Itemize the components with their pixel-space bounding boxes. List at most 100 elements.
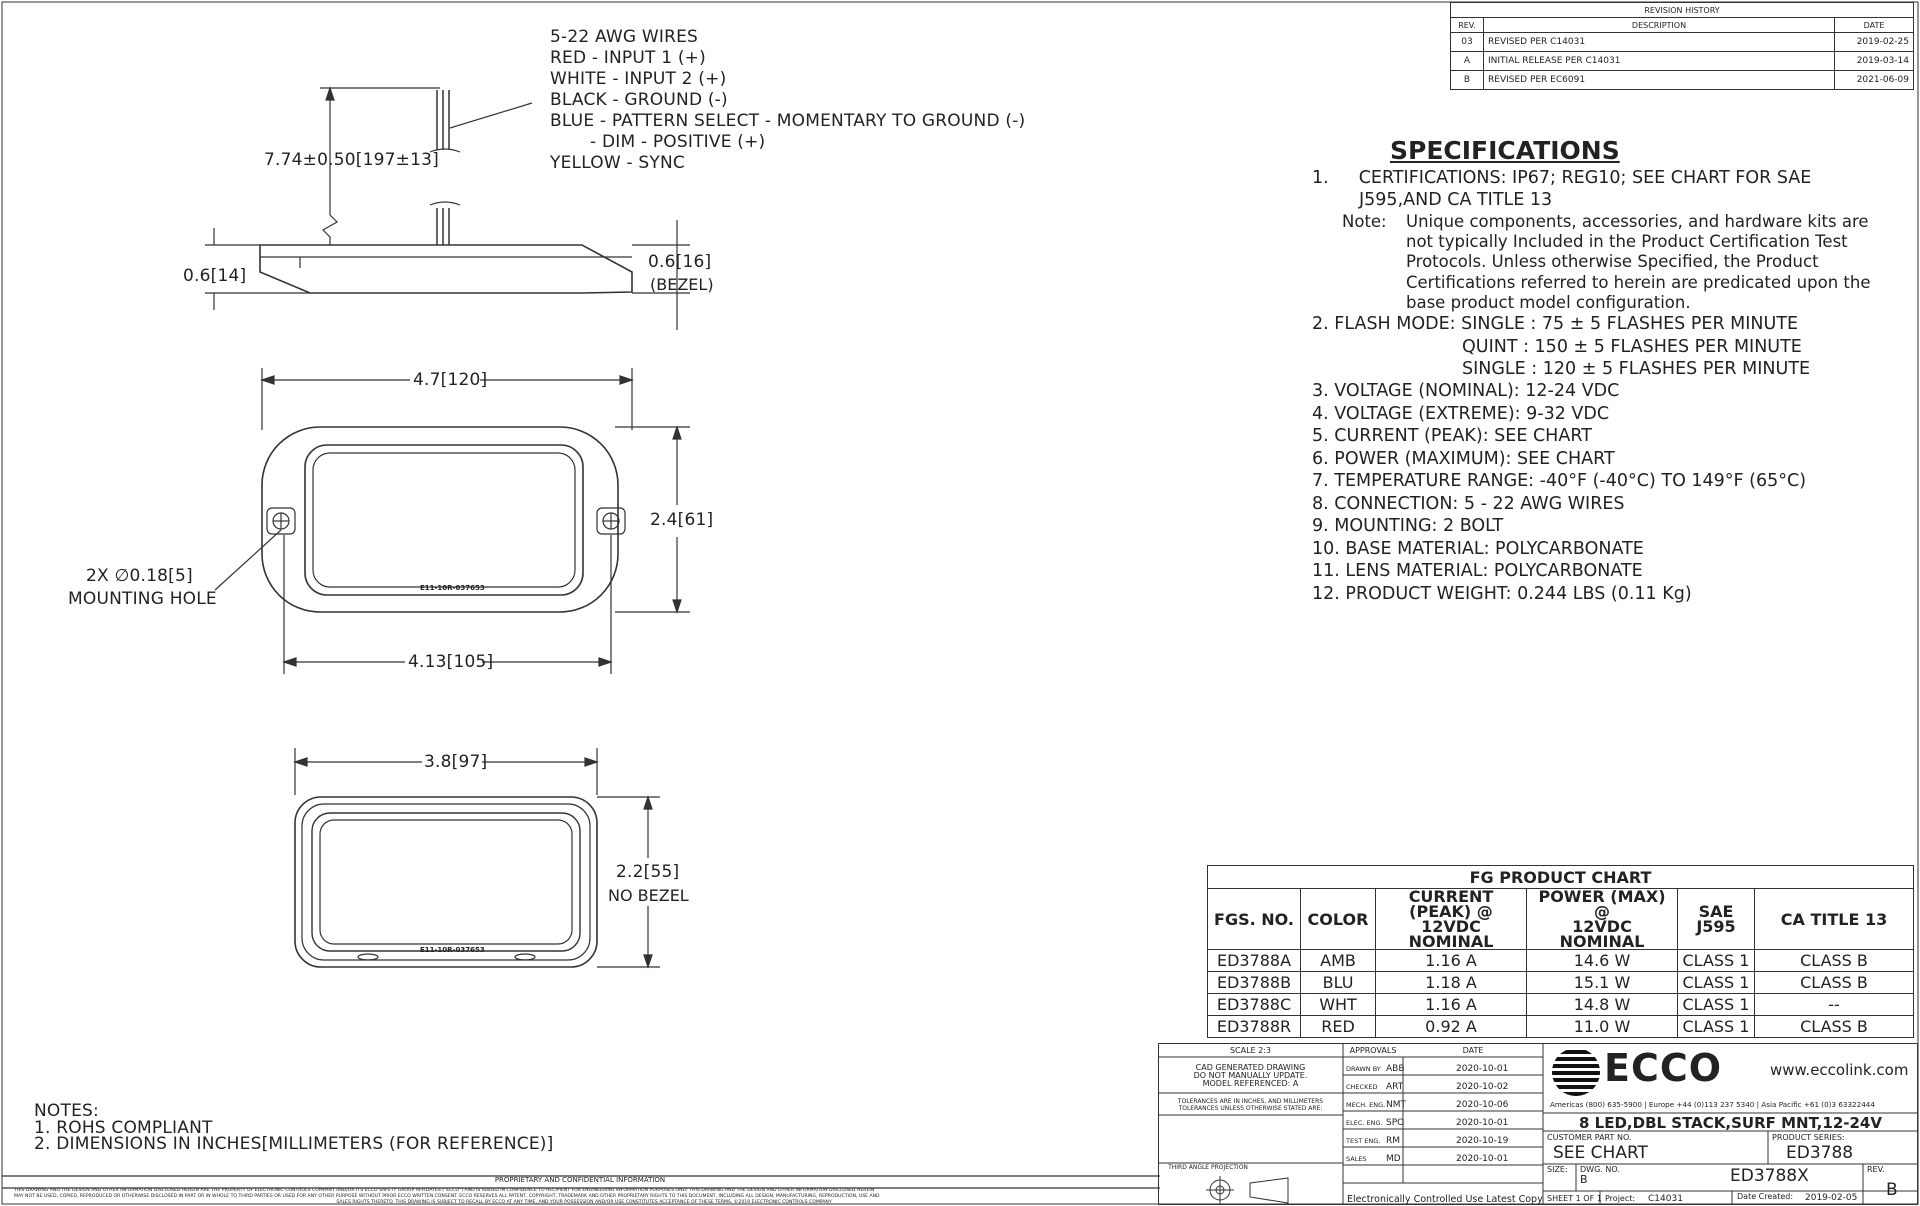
table-row: B REVISED PER EC6091 2021-06-09 (1450, 70, 1914, 90)
dim-width-nobezel: 3.8[97] (424, 752, 488, 772)
wire-note: BLACK - GROUND (-) (550, 90, 728, 110)
spec-item: 8. CONNECTION: 5 - 22 AWG WIRES (1312, 493, 1625, 514)
spec-item-num: 1. (1312, 168, 1329, 188)
fg-header: SAE J595 (1677, 888, 1755, 950)
project-label: Project: (1605, 1194, 1636, 1203)
revision-header: REV. (1450, 17, 1484, 33)
table-row: 03 REVISED PER C14031 2019-02-25 (1450, 32, 1914, 52)
rev-label: REV. (1867, 1165, 1885, 1174)
spec-item: J595,AND CA TITLE 13 (1359, 190, 1553, 210)
ecco-globe-icon (1552, 1048, 1600, 1096)
sheet-label: SHEET 1 OF 1 (1547, 1194, 1602, 1203)
created-value: 2019-02-05 (1805, 1193, 1858, 1203)
cust-part-label: CUSTOMER PART NO. (1547, 1133, 1632, 1142)
rev-value: B (1886, 1180, 1898, 1200)
created-label: Date Created: (1737, 1192, 1794, 1201)
part-mark: E11-10R-037653 (420, 584, 485, 592)
dwg-label: DWG. NO. (1580, 1165, 1620, 1174)
spec-flash: 2. FLASH MODE: SINGLE : 75 ± 5 FLASHES P… (1312, 313, 1810, 381)
series-value: ED3788 (1786, 1143, 1854, 1163)
dim-hole-label-2: MOUNTING HOLE (68, 589, 217, 609)
tb-cad-note: CAD GENERATED DRAWING DO NOT MANUALLY UP… (1193, 1063, 1308, 1088)
dim-width-overall: 4.7[120] (413, 370, 488, 390)
spec-note-label: Note: (1342, 212, 1387, 231)
proprietary-text: THIS DRAWING AND THE DESIGN AND OTHER IN… (14, 1188, 880, 1205)
wire-notes: 5-22 AWG WIRES RED - INPUT 1 (+) WHITE -… (550, 27, 1025, 174)
dim-hole-label: 2X ∅0.18[5] (86, 566, 193, 586)
spec-item: 5. CURRENT (PEAK): SEE CHART (1312, 426, 1592, 446)
spec-item: 6. POWER (MAXIMUM): SEE CHART (1312, 448, 1615, 469)
dim-depth-right: 0.6[16] (648, 252, 712, 272)
tb-tolerances: TOLERANCES ARE IN INCHES, AND MILLIMETER… (1177, 1098, 1324, 1112)
revision-title: REVISION HISTORY (1450, 2, 1914, 18)
fg-product-chart: FG PRODUCT CHART FGS. NO. COLOR CURRENT … (1207, 865, 1914, 1038)
proprietary-title: PROPRIETARY AND CONFIDENTIAL INFORMATION (494, 1176, 666, 1184)
spec-item: 12. PRODUCT WEIGHT: 0.244 LBS (0.11 Kg) (1312, 583, 1692, 604)
cust-part: SEE CHART (1553, 1143, 1648, 1163)
spec-item: SINGLE : 120 ± 5 FLASHES PER MINUTE (1462, 359, 1811, 379)
title-block-frame (1158, 1043, 1918, 1205)
dim-hole-spacing: 4.13[105] (408, 652, 494, 672)
note-item: 2. DIMENSIONS IN INCHES[MILLIMETERS (FOR… (34, 1134, 554, 1154)
dim-height-overall: 2.4[61] (650, 510, 714, 530)
wire-note: BLUE - PATTERN SELECT - MOMENTARY TO GRO… (550, 111, 1026, 131)
wire-note: YELLOW - SYNC (550, 153, 685, 173)
company-contacts: Americas (800) 635-5900 | Europe +44 (0)… (1550, 1100, 1875, 1109)
revision-table: REVISION HISTORY REV. DESCRIPTION DATE 0… (1450, 2, 1914, 90)
spec-item: 2. FLASH MODE: SINGLE : 75 ± 5 FLASHES P… (1312, 314, 1799, 334)
spec-item: 7. TEMPERATURE RANGE: -40°F (-40°C) TO 1… (1312, 471, 1807, 491)
dim-height-nobezel: 2.2[55] (616, 862, 680, 882)
fg-header: COLOR (1300, 888, 1376, 950)
spec-item: 10. BASE MATERIAL: POLYCARBONATE (1312, 538, 1644, 559)
fg-header: FGS. NO. (1207, 888, 1301, 950)
spec-item: CERTIFICATIONS: IP67; REG10; SEE CHART F… (1358, 168, 1812, 188)
wire-note: RED - INPUT 1 (+) (550, 48, 706, 68)
part-mark-nobezel: E11-10R-037653 (420, 946, 485, 954)
series-label: PRODUCT SERIES: (1772, 1133, 1845, 1142)
drawing-description: 8 LED,DBL STACK,SURF MNT,12-24V (1579, 1114, 1882, 1132)
notes: NOTES: 1. ROHS COMPLIANT 2. DIMENSIONS I… (34, 1103, 553, 1153)
tb-projection: THIRD ANGLE PROJECTION (1168, 1164, 1248, 1171)
table-row: A INITIAL RELEASE PER C14031 2019-03-14 (1450, 51, 1914, 71)
revision-header: DATE (1834, 17, 1914, 33)
fg-header: CURRENT (PEAK) @ 12VDC NOMINAL (1375, 888, 1527, 950)
tb-date-header: DATE (1462, 1046, 1484, 1055)
fg-chart-title: FG PRODUCT CHART (1207, 865, 1914, 889)
wire-note: - DIM - POSITIVE (+) (590, 132, 766, 152)
dim-wire-length: 7.74±0.50[197±13] (264, 150, 439, 170)
spec-list: 1. CERTIFICATIONS: IP67; REG10; SEE CHART… (1312, 167, 1811, 211)
ecco-logo: ECCO (1604, 1046, 1723, 1090)
fg-header: CA TITLE 13 (1754, 888, 1914, 950)
spec-title: SPECIFICATIONS (1390, 136, 1620, 165)
revision-header: DESCRIPTION (1483, 17, 1835, 33)
spec-item: 4. VOLTAGE (EXTREME): 9-32 VDC (1312, 403, 1610, 424)
notes-title: NOTES: (34, 1101, 99, 1121)
controlled-note: Electronically Controlled Use Latest Cop… (1347, 1194, 1543, 1205)
note-item: 1. ROHS COMPLIANT (34, 1117, 213, 1138)
spec-note: Note:Unique components, accessories, and… (1342, 212, 1871, 312)
dim-depth-left: 0.6[14] (183, 266, 247, 286)
spec-item: 11. LENS MATERIAL: POLYCARBONATE (1312, 561, 1643, 581)
wire-note: 5-22 AWG WIRES (550, 27, 699, 47)
dim-bezel-label: (BEZEL) (650, 275, 714, 294)
spec-item: QUINT : 150 ± 5 FLASHES PER MINUTE (1462, 336, 1802, 357)
tb-scale: SCALE 2:3 (1229, 1046, 1272, 1055)
spec-item: 3. VOLTAGE (NOMINAL): 12-24 VDC (1312, 381, 1620, 401)
tb-approvals: APPROVALS (1349, 1046, 1397, 1055)
fg-header: POWER (MAX) @ 12VDC NOMINAL (1526, 888, 1678, 950)
size-label: SIZE: (1547, 1165, 1568, 1174)
wire-note: WHITE - INPUT 2 (+) (550, 69, 727, 89)
dwg-number: ED3788X (1730, 1166, 1809, 1186)
